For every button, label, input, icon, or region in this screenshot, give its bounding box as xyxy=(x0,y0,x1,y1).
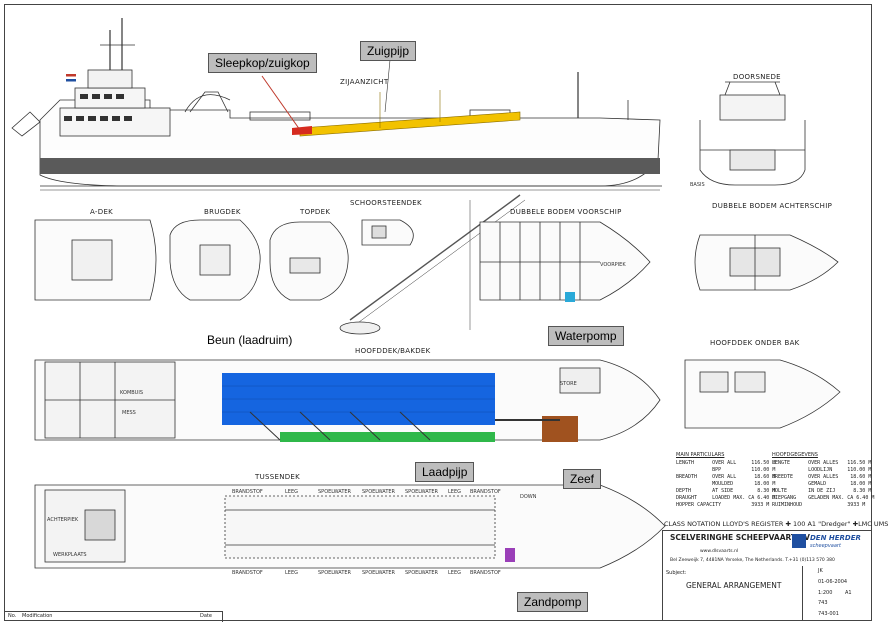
tank-top-2: LEEG xyxy=(285,489,298,495)
view-title-brugdek: BRUGDEK xyxy=(204,208,241,216)
revision-no-header: No. xyxy=(8,613,17,619)
upper-decks xyxy=(34,219,349,301)
sandpump-marker xyxy=(505,548,515,562)
double-bottom-aft xyxy=(694,234,839,291)
main-particulars-list: LENGTH OVER ALL 116.50 M BPP 110.00 M BR… xyxy=(676,460,776,508)
tank-bottom-6: LEEG xyxy=(448,570,461,576)
subject-label: Subject: xyxy=(666,570,687,576)
view-title-a-dek: A-DEK xyxy=(90,208,114,216)
view-title-topdek: TOPDEK xyxy=(300,208,331,216)
class-notation: CLASS NOTATION LLOYD'S REGISTER ✚ 100 A1… xyxy=(664,520,888,528)
company-address: Bel Zeeweijk 7, 4481NA Yerseke, The Neth… xyxy=(670,558,835,563)
view-title-schoorsteendek: SCHOORSTEENDEK xyxy=(350,199,422,207)
tank-top-1: BRANDSTOF xyxy=(232,489,263,495)
callout-beun-laadruim: Beun (laadruim) xyxy=(207,333,293,347)
revision-modification-header: Modification xyxy=(22,613,53,619)
hoofdgegevens-list: LENGTE OVER ALLES 116.50 M LOODLIJN 110.… xyxy=(772,460,875,508)
drawing-scale: 1:200 xyxy=(818,590,833,596)
label-mess: MESS xyxy=(122,410,136,416)
funnel-deck xyxy=(339,194,526,335)
side-hull-dark-band xyxy=(40,158,660,174)
tank-bottom-3: SPOELWATER xyxy=(318,570,352,576)
den-herder-logo: DEN HERDER scheepvaart xyxy=(792,532,862,552)
main-deck-under-forecastle xyxy=(684,359,841,429)
sheet-size: A1 xyxy=(845,590,852,596)
tween-deck xyxy=(34,484,666,569)
discharge-pipe xyxy=(280,432,495,442)
tank-bottom-7: BRANDSTOF xyxy=(470,570,501,576)
view-title-doorsnede: DOORSNEDE xyxy=(733,73,781,81)
revision-date-header: Date xyxy=(200,613,212,619)
side-view xyxy=(11,18,662,191)
tank-top-7: BRANDSTOF xyxy=(470,489,501,495)
callout-waterpomp: Waterpomp xyxy=(548,326,624,346)
callout-zuigpijp: Zuigpijp xyxy=(360,41,417,61)
callout-zandpomp: Zandpomp xyxy=(517,592,589,612)
revision-strip xyxy=(4,611,223,622)
logo-text: DEN HERDER xyxy=(810,534,861,542)
drawing-no: 743 xyxy=(818,600,828,606)
tank-bottom-4: SPOELWATER xyxy=(362,570,396,576)
label-store: STORE xyxy=(560,381,577,387)
label-basis: BASIS xyxy=(690,182,705,188)
company-name: SCELVERINGHE SCHEEPVAART BV xyxy=(670,533,810,542)
callout-sleepkop-zuigkop: Sleepkop/zuigkop xyxy=(208,53,317,73)
drawing-frame xyxy=(4,4,872,621)
main-particulars-title: MAIN PARTICULARS xyxy=(676,452,725,458)
hopper-grid xyxy=(222,385,495,413)
drawn-by: JK xyxy=(818,568,823,574)
title-block xyxy=(662,530,872,621)
logo-subtext: scheepvaart xyxy=(810,543,841,549)
tank-top-5: SPOELWATER xyxy=(405,489,439,495)
view-title-tussendek: TUSSENDEK xyxy=(255,473,301,481)
company-website: www.dlsvaarts.nl xyxy=(700,549,739,554)
drawing-number: 743-001 xyxy=(818,611,839,617)
tank-bottom-1: BRANDSTOF xyxy=(232,570,263,576)
view-title-dubbele-bodem-voorschip: DUBBELE BODEM VOORSCHIP xyxy=(510,208,622,216)
label-werkplaats: WERKPLAATS xyxy=(53,552,87,558)
view-title-dubbele-bodem-achterschip: DUBBELE BODEM ACHTERSCHIP xyxy=(712,202,833,210)
drawing-date: 01-06-2004 xyxy=(818,579,848,585)
double-bottom-fore xyxy=(479,221,651,302)
view-title-hoofddek-bakdek: HOOFDDEK/BAKDEK xyxy=(355,347,431,355)
label-down: DOWN xyxy=(520,494,537,500)
subject-value: GENERAL ARRANGEMENT xyxy=(686,581,782,590)
tank-bottom-5: SPOELWATER xyxy=(405,570,439,576)
logo-mark-icon xyxy=(792,534,806,548)
view-title-zijaanzicht: ZIJAANZICHT xyxy=(340,78,389,86)
callout-zeef: Zeef xyxy=(563,469,602,489)
callout-laadpijp: Laadpijp xyxy=(415,462,475,482)
label-achterpiek: ACHTERPIEK xyxy=(47,517,79,523)
waterpump-marker xyxy=(565,292,575,302)
label-kombuis: KOMBUIS xyxy=(120,390,143,396)
hoofdgegevens-title: HOOFDGEGEVENS xyxy=(772,452,818,458)
tank-top-6: LEEG xyxy=(448,489,461,495)
label-voorpiek: VOORPIEK xyxy=(600,262,626,268)
title-block-meta xyxy=(802,566,873,621)
cross-section xyxy=(699,81,806,186)
tank-bottom-2: LEEG xyxy=(285,570,298,576)
tank-top-4: SPOELWATER xyxy=(362,489,396,495)
side-dredge-head xyxy=(292,126,312,135)
tank-top-3: SPOELWATER xyxy=(318,489,352,495)
view-title-hoofddek-onder-bak: HOOFDDEK ONDER BAK xyxy=(710,339,800,347)
